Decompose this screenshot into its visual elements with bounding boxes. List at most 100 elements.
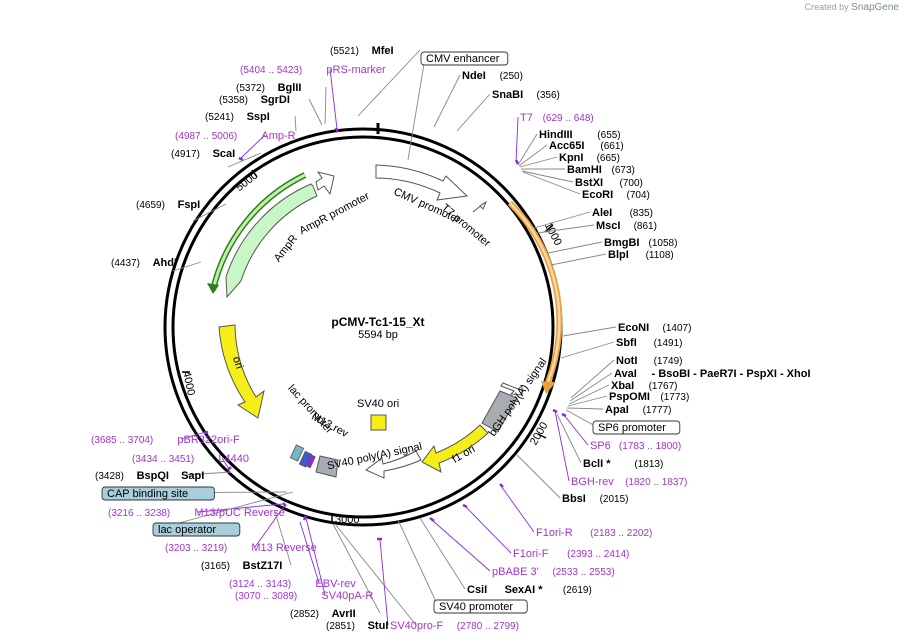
- site-pos-mfei: (5521): [330, 46, 359, 57]
- created-by-text: Created by: [804, 2, 849, 12]
- site-sgrdi: (5358)SgrDI: [219, 94, 290, 106]
- insert-arc: [509, 202, 561, 383]
- ampr-feature: [225, 183, 318, 299]
- site-name-scai: ScaI: [213, 148, 236, 160]
- site-name-ebv-rev: EBV-rev: [315, 578, 356, 590]
- site-name-pspomi: PspOMI: [609, 391, 650, 403]
- bgh-polya-feature: [481, 390, 518, 433]
- site-sbfi: SbfI(1491): [616, 337, 683, 349]
- leader-bstz17i: [274, 511, 292, 566]
- site-stui: (2851)StuI: [326, 620, 388, 632]
- ruler-tick-2000: [537, 433, 547, 439]
- site-name-xbai: XbaI: [611, 380, 634, 392]
- primer-mark-l4440: [227, 466, 232, 471]
- label-sv40-ori: SV40 ori: [357, 398, 399, 410]
- site-l4440: (3434 .. 3451)L4440: [132, 453, 249, 465]
- site-name-bglii: BglII: [278, 82, 302, 94]
- site-pos-avrii: (2852): [290, 609, 319, 620]
- site-pos-pbr322ori-f: (3685 .. 3704): [91, 435, 153, 446]
- site-name-ndei: NdeI: [462, 70, 486, 82]
- sv40-polya-feature: [365, 450, 422, 479]
- primer-mark-prs-marker: [334, 127, 340, 133]
- leader-sp6: [563, 414, 589, 446]
- leader-l4440: [221, 457, 230, 470]
- leader-bmgbi: [547, 241, 603, 254]
- leader-csii: [419, 517, 466, 590]
- site-pos-ecori: (704): [627, 190, 650, 201]
- site-name-sv40pro-f: SV40pro-F: [390, 620, 443, 632]
- site-name-f1ori-f: F1ori-F: [513, 548, 549, 560]
- ampr-outer-arc-fill: [211, 173, 306, 291]
- site-name-amp-r: Amp-R: [261, 130, 295, 142]
- site-name-avai-group: AvaI: [614, 368, 637, 380]
- site-name-avrii: AvrII: [332, 608, 356, 620]
- label-ori: ori: [230, 355, 245, 370]
- leader-lines: [105, 49, 617, 626]
- leader-blpi: [550, 253, 607, 266]
- site-name-stui: StuI: [368, 620, 389, 632]
- site-msci: MscI(861): [596, 220, 657, 232]
- leader-msci: [536, 224, 595, 234]
- site-pos-ebv-rev: (3124 .. 3143): [229, 579, 291, 590]
- leader-kpni: [519, 156, 558, 168]
- site-pos-sspi: (5241): [205, 112, 234, 123]
- leader-pbr322ori-f: [180, 431, 207, 440]
- site-name-sp6: SP6: [590, 440, 611, 452]
- site-name-bspqi: BspQI: [137, 470, 169, 482]
- site-name-snabi: SnaBI: [492, 89, 523, 101]
- f1-ori-feature: [421, 424, 489, 473]
- site-bamhi: BamHI(673): [567, 164, 635, 176]
- site-m13-puc-reverse: (3216 .. 3238)M13/pUC Reverse: [108, 507, 285, 519]
- site-pos-apai: (1777): [643, 405, 672, 416]
- site-hindiii: HindIII (655): [539, 129, 621, 141]
- site-name-m13-puc-reverse: M13/pUC Reverse: [194, 507, 284, 519]
- plasmid-name: pCMV-Tc1-15_Xt: [331, 315, 424, 329]
- leader-t7: [515, 116, 519, 163]
- leader-sgrdi: [308, 98, 323, 126]
- leader-xbai: [568, 384, 610, 405]
- site-pos-hindiii: (655): [597, 130, 620, 141]
- ori-feature: [218, 324, 265, 419]
- site-name-t7: T7: [520, 112, 533, 124]
- site-pos-bglii: (5372): [236, 83, 265, 94]
- site-box-lac-operator: [152, 522, 241, 537]
- leader-sv40pa-r: [305, 517, 326, 596]
- leader-bspqi: [184, 471, 232, 476]
- site-pos-l4440: (3434 .. 3451): [132, 454, 194, 465]
- site-alei: AleI(835): [592, 207, 653, 219]
- site-ahdi: (4437)AhdI: [111, 257, 177, 269]
- leader-acc65i: [518, 144, 548, 167]
- site-xbai: XbaI(1767): [611, 380, 678, 392]
- site-pspomi: PspOMI(1773): [609, 391, 689, 403]
- site-name-econi: EcoNI: [618, 322, 649, 334]
- site-name-noti: NotI: [616, 355, 637, 367]
- site-pos-sp6: (1783 .. 1800): [619, 441, 681, 452]
- leader-ecori: [522, 171, 581, 195]
- site-name-hindiii: HindIII: [539, 129, 573, 141]
- leader-pbabe-3: [431, 519, 491, 572]
- site-name-acc65i: Acc65I: [549, 140, 584, 152]
- leader-bcli: [556, 413, 582, 464]
- ruler-label-2000: 2000: [528, 420, 551, 447]
- site-name-alei: AleI: [592, 207, 612, 219]
- site-name-m13-reverse: M13 Reverse: [251, 542, 316, 554]
- cap-site-feature: [289, 444, 305, 462]
- leader-sv40-promoter: [397, 519, 439, 607]
- leader-snabi: [456, 93, 491, 132]
- site-pos-t7: (629 .. 648): [543, 113, 594, 124]
- site-name-bbsi: BbsI: [562, 493, 586, 505]
- ampr-promoter-feature: [315, 171, 335, 196]
- site-name-bmgbi: BmgBI: [604, 237, 639, 249]
- site-pos-econi: (1407): [663, 323, 692, 334]
- site-pos-blpi: (1108): [646, 250, 674, 261]
- ruler-tick-5000: [251, 169, 258, 178]
- site-labels: (5521)MfeI(5404 .. 5423)pRS-marker(5372)…: [91, 45, 811, 632]
- leader-sv40pro-f: [379, 539, 389, 626]
- leader-ebv-rev: [299, 521, 320, 584]
- site-pos-f1ori-f: (2393 .. 2414): [567, 549, 629, 560]
- cmv-promoter-feature: [375, 164, 469, 201]
- site-name-bamhi: BamHI: [567, 164, 602, 176]
- site-pbabe-3: pBABE 3'(2533 .. 2553): [492, 566, 615, 578]
- site-f1ori-f: F1ori-F (2393 .. 2414): [513, 548, 629, 560]
- leader-m13-puc-reverse: [197, 503, 284, 513]
